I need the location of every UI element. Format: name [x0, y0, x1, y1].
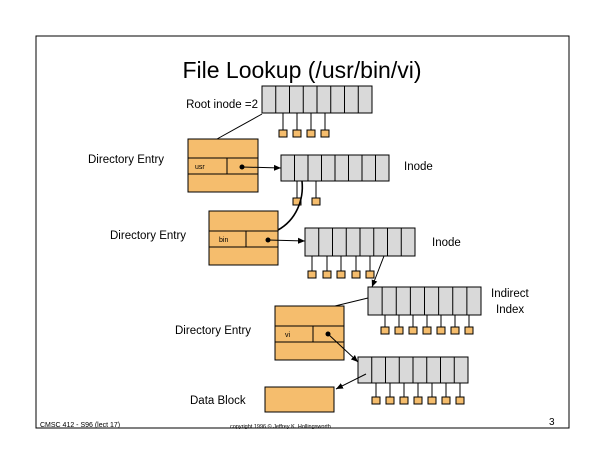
indirect-index-block [450, 326, 460, 335]
inode-2-table [304, 227, 416, 257]
indirect-to-dir-3-line [334, 297, 369, 307]
dir-entry-1-box [187, 138, 259, 193]
inode-2-block [365, 270, 375, 279]
indirect-index-block [380, 326, 390, 335]
data-block-box [264, 386, 335, 413]
indirect-index-block [394, 326, 404, 335]
slide-frame [35, 35, 570, 429]
indirect-index-pointers [380, 315, 474, 335]
inode-1-pointers [292, 181, 321, 206]
indirect-index-block [422, 326, 432, 335]
footer-copyright: copyright 1996 © Jeffrey K. Hollingswort… [230, 423, 331, 430]
dir-entry-1-arrow [241, 164, 282, 171]
inode-2-label: Inode [432, 237, 461, 249]
inode-1-block [311, 197, 321, 206]
inode-3-block [455, 396, 465, 405]
dir-entry-1-label: Directory Entry [88, 154, 164, 166]
inode-1-table [280, 154, 390, 182]
dir-entry-2-arrow [267, 237, 306, 244]
slide-title: File Lookup (/usr/bin/vi) [182, 57, 421, 83]
inode-3-table [357, 356, 469, 384]
inode-2-to-indirect-arrow [371, 255, 385, 288]
inode-2-block [351, 270, 361, 279]
dir-entry-3-box [274, 305, 345, 361]
inode-3-block [441, 396, 451, 405]
dir-entry-bin-name: bin [219, 237, 228, 244]
root-inode-table [261, 85, 373, 114]
indirect-label-line2: Index [496, 304, 524, 316]
inode-1-label: Inode [404, 161, 433, 173]
root-inode-block [306, 129, 316, 138]
inode-2-block [307, 270, 317, 279]
dir-entry-3-arrow [327, 333, 359, 363]
inode-3-block [427, 396, 437, 405]
inode-3-block [399, 396, 409, 405]
inode-3-to-data-arrow [335, 373, 367, 390]
inode-3-block [371, 396, 381, 405]
inode-1-to-dir-2-curve [277, 180, 304, 231]
footer-page-number: 3 [549, 417, 555, 428]
inode-3-block [385, 396, 395, 405]
root-inode-block [292, 129, 302, 138]
footer-course: CMSC 412 - S96 (lect 17) [40, 422, 120, 429]
root-inode-pointers [278, 113, 330, 138]
root-to-dir-line [216, 113, 263, 140]
dir-entry-2-box [208, 210, 279, 266]
indirect-index-table [367, 286, 482, 316]
inode-2-pointers [307, 256, 375, 279]
inode-3-block [413, 396, 423, 405]
root-inode-block [320, 129, 330, 138]
indirect-index-block [408, 326, 418, 335]
inode-2-block [322, 270, 332, 279]
data-block-label: Data Block [190, 395, 246, 407]
indirect-index-block [436, 326, 446, 335]
dir-entry-usr-name: usr [195, 164, 205, 171]
indirect-index-block [464, 326, 474, 335]
root-inode-block [278, 129, 288, 138]
inode-2-block [336, 270, 346, 279]
inode-3-pointers [371, 383, 465, 405]
dir-entry-vi-name: vi [285, 332, 291, 339]
dir-entry-2-label: Directory Entry [110, 230, 186, 242]
indirect-label-line1: Indirect [491, 288, 530, 300]
dir-entry-3-label: Directory Entry [175, 325, 251, 337]
root-inode-label: Root inode =2 [186, 99, 258, 111]
